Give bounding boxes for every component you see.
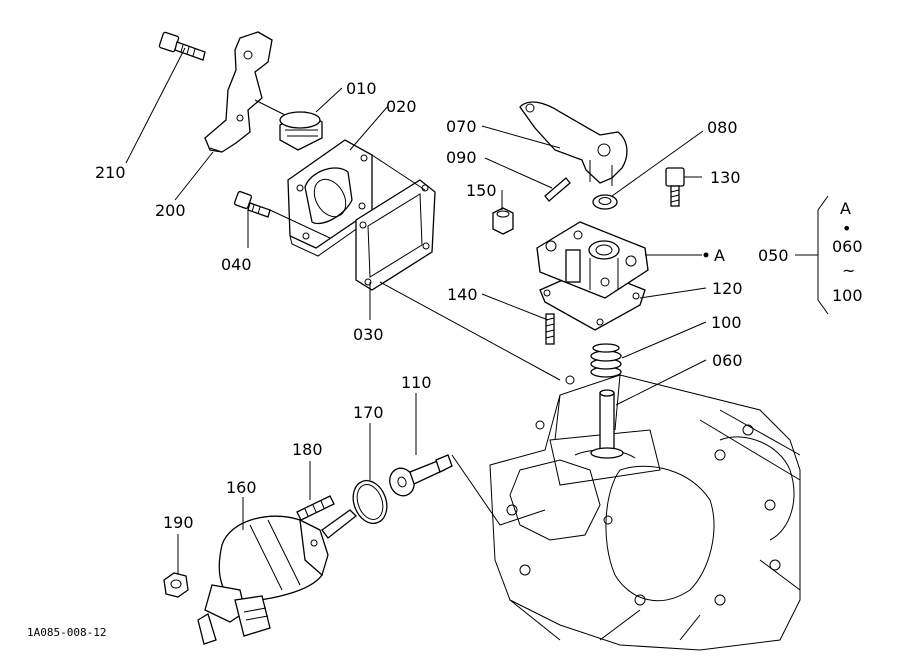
stop-lever-200: [204, 31, 273, 153]
figure-code: 1A085-008-12: [27, 626, 106, 639]
callout-150: 150: [466, 181, 497, 200]
nut-150: [492, 207, 514, 235]
assembly-bullet: •: [842, 219, 851, 238]
o-ring-170: [352, 479, 388, 525]
callout-160: 160: [226, 478, 257, 497]
gasket-030: [355, 179, 436, 291]
callout-040: 040: [221, 255, 252, 274]
stud-180: [296, 495, 335, 521]
callout-100: 100: [711, 313, 742, 332]
assembly-group-050: 050 A • 060 ~ 100: [758, 199, 863, 305]
reference-marker-a: A: [714, 246, 725, 265]
callout-140: 140: [447, 285, 478, 304]
callout-200: 200: [155, 201, 186, 220]
spring: [590, 343, 622, 378]
nut-190: [163, 572, 189, 598]
callout-190: 190: [163, 513, 194, 532]
assembly-range-start: 060: [832, 237, 863, 256]
callout-020: 020: [386, 97, 417, 116]
assembly-ref: A: [840, 199, 851, 218]
assembly-range-end: 100: [832, 286, 863, 305]
callout-070: 070: [446, 117, 477, 136]
stud-140: [545, 313, 555, 345]
plug-010: [279, 111, 323, 151]
callout-060: 060: [712, 351, 743, 370]
callout-090: 090: [446, 148, 477, 167]
bolt-130: [665, 167, 685, 207]
callout-180: 180: [292, 440, 323, 459]
callout-labels: 010 020 030 040 060 070 080 090 100 110 …: [95, 79, 743, 532]
callout-080: 080: [707, 118, 738, 137]
assembly-number: 050: [758, 246, 789, 265]
callout-210: 210: [95, 163, 126, 182]
cover-plate-020: [287, 139, 373, 257]
callout-010: 010: [346, 79, 377, 98]
bolt-040: [233, 190, 271, 218]
oil-seal: [592, 194, 618, 210]
governor-lever: [519, 101, 628, 186]
assembly-range-sep: ~: [842, 261, 855, 280]
stop-solenoid-160: [197, 509, 357, 645]
callout-170: 170: [353, 403, 384, 422]
callout-130: 130: [710, 168, 741, 187]
callout-120: 120: [712, 279, 743, 298]
governor-housing: [536, 221, 649, 299]
spring-pin: [544, 177, 571, 202]
callout-030: 030: [353, 325, 384, 344]
plunger-110: [389, 454, 453, 497]
governor-shaft: [590, 389, 624, 459]
leader-lines: [125, 47, 829, 574]
callout-110: 110: [401, 373, 432, 392]
bolt-210: [158, 31, 206, 61]
